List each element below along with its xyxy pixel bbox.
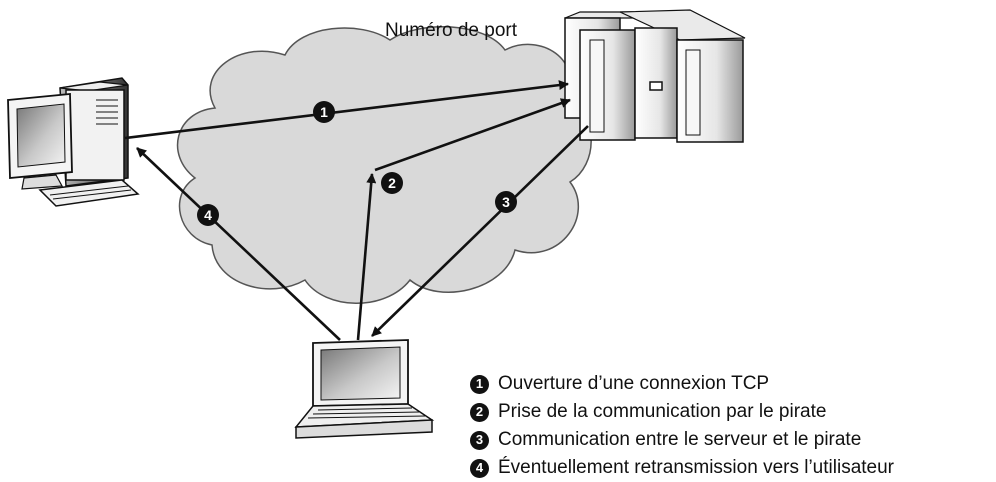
- legend-number-1: 1: [470, 374, 489, 394]
- connections: [124, 80, 589, 341]
- step-2-marker: 2: [381, 172, 403, 194]
- step-1-marker: 1: [313, 101, 335, 123]
- legend-item-2: 2 Prise de la communication par le pirat…: [470, 398, 894, 426]
- desktop-computer-icon: [7, 77, 140, 207]
- legend-text-4: Éventuellement retransmission vers l’uti…: [498, 457, 894, 478]
- svg-text:1: 1: [320, 104, 328, 120]
- legend-text-2: Prise de la communication par le pirate: [498, 401, 827, 422]
- connection-2-line: [374, 98, 571, 172]
- step-3-marker: 3: [495, 191, 517, 213]
- svg-text:3: 3: [502, 194, 510, 210]
- legend-number-2: 2: [470, 402, 489, 422]
- legend: 1 Ouverture d’une connexion TCP 2 Prise …: [470, 370, 894, 482]
- svg-text:4: 4: [204, 207, 212, 223]
- connection-1-line: [124, 80, 569, 140]
- laptop-icon: [294, 339, 435, 439]
- connection-2-laptop-line: [356, 173, 377, 341]
- legend-text-3: Communication entre le serveur et le pir…: [498, 429, 862, 450]
- connection-4-line: [136, 147, 341, 341]
- step-4-marker: 4: [197, 204, 219, 226]
- legend-number-4: 4: [470, 458, 489, 478]
- server-rack-icon: [564, 9, 746, 143]
- server-port-label: Numéro de port: [385, 20, 518, 41]
- legend-item-1: 1 Ouverture d’une connexion TCP: [470, 370, 894, 398]
- svg-text:2: 2: [388, 175, 396, 191]
- legend-item-3: 3 Communication entre le serveur et le p…: [470, 426, 894, 454]
- legend-item-4: 4 Éventuellement retransmission vers l’u…: [470, 454, 894, 482]
- legend-text-1: Ouverture d’une connexion TCP: [498, 373, 770, 394]
- legend-number-3: 3: [470, 430, 489, 450]
- network-cloud-icon: [176, 25, 592, 304]
- connection-3-line: [371, 125, 589, 337]
